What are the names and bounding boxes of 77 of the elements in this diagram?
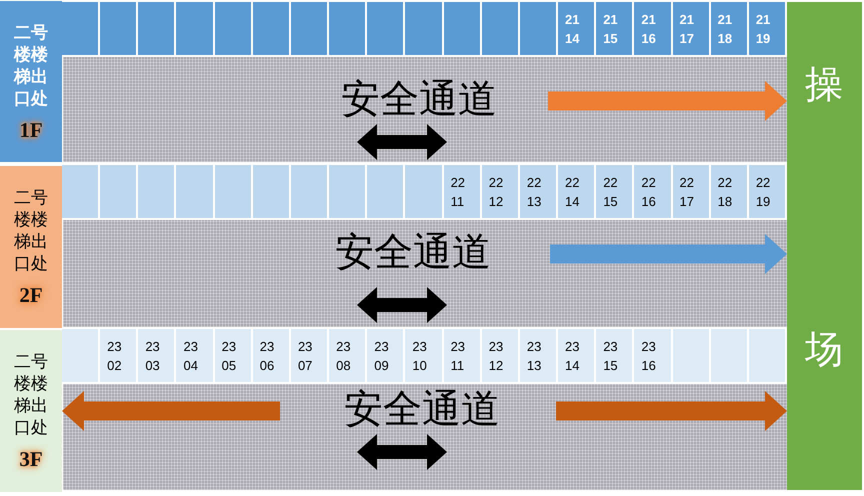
corridor-label: 安全通道 (341, 77, 497, 123)
corridor-label: 安全通道 (344, 387, 500, 433)
floor-number: 1F (19, 118, 43, 142)
room-cell: 22 12 (482, 165, 520, 218)
room-cell (176, 2, 215, 55)
room-cell (62, 165, 100, 218)
room-cell (214, 2, 253, 55)
arrow (550, 234, 787, 274)
arrow (548, 81, 787, 121)
room-cell: 23 15 (596, 329, 634, 382)
arrow (62, 391, 280, 431)
room-cell (62, 2, 100, 55)
room-cell: 21 19 (748, 2, 787, 55)
room-cell (138, 165, 176, 218)
room-cell: 22 13 (520, 165, 558, 218)
room-cell: 22 19 (748, 165, 787, 218)
stair-exit-box (0, 1, 62, 162)
room-cell: 21 17 (672, 2, 711, 55)
exit-label: 二号楼楼梯出口处 (13, 351, 49, 439)
room-cell (138, 2, 176, 55)
room-cell (329, 165, 368, 218)
room-cell (176, 165, 215, 218)
room-cell (214, 165, 253, 218)
room-cell (100, 2, 138, 55)
room-cell: 22 16 (634, 165, 673, 218)
room-cell: 23 05 (214, 329, 253, 382)
room-cell (252, 165, 291, 218)
room-cell (329, 2, 368, 55)
room-cell (405, 165, 444, 218)
room-cell: 21 15 (596, 2, 634, 55)
room-cell (100, 165, 138, 218)
room-cell: 23 07 (290, 329, 330, 382)
playground-label: 操场 (805, 62, 843, 371)
room-cell: 23 04 (176, 329, 215, 382)
room-cell: 23 16 (634, 329, 673, 382)
room-cell: 23 11 (444, 329, 482, 382)
room-cell (367, 2, 406, 55)
floor-number: 2F (19, 283, 43, 307)
corridor-band (63, 57, 787, 162)
room-cell: 23 13 (520, 329, 558, 382)
room-cell: 23 10 (405, 329, 444, 382)
room-cell: 23 03 (138, 329, 176, 382)
room-cell (367, 165, 406, 218)
floor-number: 3F (19, 447, 43, 471)
room-cell (290, 2, 330, 55)
room-cell: 23 02 (100, 329, 138, 382)
room-cell: 21 14 (558, 2, 596, 55)
corridor-label: 安全通道 (335, 230, 491, 276)
room-cell (405, 2, 444, 55)
room-cell: 22 11 (444, 165, 482, 218)
room-cell: 23 08 (329, 329, 368, 382)
corridor-band (63, 220, 787, 327)
room-cell (252, 2, 291, 55)
stair-exit-box (0, 166, 62, 328)
room-cell: 21 18 (710, 2, 749, 55)
room-cell (520, 2, 558, 55)
room-cell (748, 329, 787, 382)
room-cell: 23 12 (482, 329, 520, 382)
room-cell: 21 16 (634, 2, 673, 55)
room-cell: 22 15 (596, 165, 634, 218)
exit-label: 二号楼楼梯出口处 (13, 22, 49, 110)
room-cell: 22 18 (710, 165, 749, 218)
exit-label: 二号楼楼梯出口处 (13, 187, 49, 275)
room-cell (710, 329, 749, 382)
room-cell (444, 2, 482, 55)
stair-exit-box (0, 330, 62, 492)
playground-band (787, 2, 862, 490)
room-cell (290, 165, 330, 218)
room-cell: 23 09 (367, 329, 406, 382)
room-cell: 23 14 (558, 329, 596, 382)
room-cell (672, 329, 711, 382)
arrow (556, 391, 787, 431)
room-cell: 22 14 (558, 165, 596, 218)
room-cell: 23 06 (252, 329, 291, 382)
room-cell (482, 2, 520, 55)
room-cell: 22 17 (672, 165, 711, 218)
room-cell (62, 329, 100, 382)
